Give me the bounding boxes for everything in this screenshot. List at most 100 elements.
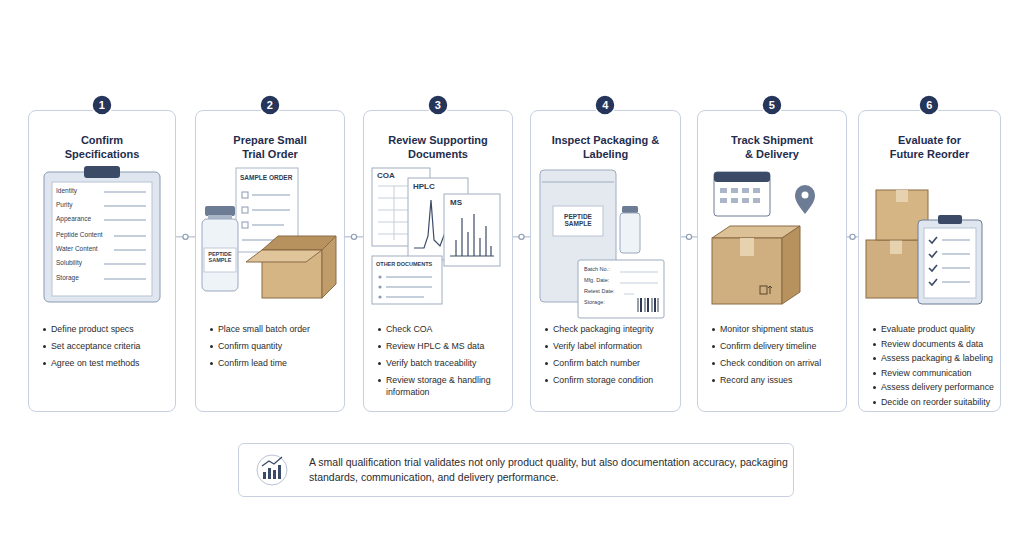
- documents-illustration-part: [378, 275, 381, 278]
- sample-order-illustration-part: [202, 219, 238, 291]
- step-number-badge: 1: [91, 94, 113, 116]
- clipboard-illustration-part: [104, 219, 146, 221]
- packaging-illustration-part: [652, 298, 653, 312]
- documents-illustration-part: [378, 285, 381, 288]
- step-number-badge: 5: [761, 94, 783, 116]
- documents-illustration-part: [378, 222, 424, 223]
- bullet-item: Check COA: [377, 323, 509, 335]
- bullet-item: Review communication: [872, 367, 997, 379]
- shipment-illustration-part: [720, 188, 760, 203]
- documents-illustration-part: [386, 277, 432, 297]
- bullet-item: Confirm quantity: [209, 340, 341, 352]
- documents-illustration-part: [490, 246, 491, 256]
- step-number: 4: [594, 94, 616, 116]
- step-number-badge: 4: [594, 94, 616, 116]
- bullet-item: Define product specs: [42, 323, 172, 335]
- step-card: Prepare Small Trial OrderPlace small bat…: [195, 110, 345, 412]
- bullet-item: Set acceptance criteria: [42, 340, 172, 352]
- documents-illustration-part: [386, 276, 432, 278]
- documents-illustration-part: [394, 186, 395, 240]
- sample-order-illustration-part: [208, 215, 232, 220]
- summary-box: A small qualification trial validates no…: [238, 443, 794, 497]
- shipment-illustration-part: [740, 238, 754, 256]
- bullet-list: Define product specsSet acceptance crite…: [42, 323, 172, 374]
- sample-order-illustration-part: [204, 248, 236, 272]
- step-number: 3: [427, 94, 449, 116]
- documents-illustration-part: [378, 295, 381, 298]
- shipment-illustration-part: [802, 192, 809, 199]
- packaging-illustration-part: [654, 298, 656, 312]
- clipboard-illustration-part: [104, 205, 146, 207]
- connector-group: [345, 234, 363, 239]
- connector-dot: [351, 234, 356, 239]
- shipment-illustration-part: [731, 198, 738, 203]
- reorder-illustration-part: [929, 251, 937, 257]
- chart-icon-part: [273, 470, 276, 479]
- clipboard-illustration-part: [104, 278, 146, 280]
- sample-order-illustration-part: [246, 250, 322, 262]
- reorder-illustration-part: [929, 237, 937, 243]
- documents-illustration-part: [386, 286, 432, 288]
- clipboard-illustration-part: [114, 235, 146, 237]
- shipment-illustration-part: [712, 226, 800, 238]
- sample-order-illustration-part: [236, 168, 298, 252]
- connector-dot: [183, 234, 188, 239]
- shipment-illustration-part: [742, 198, 749, 203]
- step-card: Confirm SpecificationsDefine product spe…: [28, 110, 176, 412]
- documents-illustration-part: [372, 168, 430, 246]
- reorder-illustration-part: [942, 267, 970, 269]
- documents-illustration-part: [450, 214, 494, 256]
- sample-order-illustration-part: [242, 207, 248, 213]
- packaging-illustration-part: [578, 260, 664, 318]
- bullet-list: Monitor shipment statusConfirm delivery …: [711, 323, 843, 391]
- sample-order-illustration-part: [262, 236, 336, 250]
- clipboard-illustration-part: [52, 182, 152, 296]
- step-number: 5: [761, 94, 783, 116]
- bullet-item: Confirm lead time: [209, 357, 341, 369]
- bullet-item: Confirm storage condition: [544, 374, 677, 386]
- reorder-illustration-part: [942, 253, 970, 255]
- packaging-illustration-part: [624, 294, 634, 295]
- bullet-item: Verify batch traceability: [377, 357, 509, 369]
- step-card: Review Supporting DocumentsCheck COARevi…: [363, 110, 513, 412]
- documents-illustration-part: [378, 198, 424, 199]
- clipboard-illustration-part: [44, 172, 160, 302]
- step-card: Track Shipment & DeliveryMonitor shipmen…: [697, 110, 847, 412]
- clipboard-illustration-part: [104, 192, 146, 279]
- documents-illustration-part: [386, 296, 424, 298]
- step-title: Confirm Specifications: [62, 133, 142, 161]
- sample-order-illustration-part: [252, 209, 290, 211]
- bullet-item: Review storage & handling information: [377, 374, 509, 398]
- reorder-illustration-part: [942, 240, 970, 282]
- shipment-illustration-part: [712, 238, 782, 304]
- step-number-badge: 2: [259, 94, 281, 116]
- packaging-illustration-part: [638, 298, 658, 312]
- shipment-illustration-part: [720, 188, 727, 193]
- reorder-illustration-part: [942, 239, 970, 241]
- documents-illustration-part: [372, 256, 442, 304]
- clipboard-illustration: [44, 166, 160, 302]
- sample-order-illustration-part: [252, 224, 284, 226]
- sample-order-illustration-part: [262, 250, 322, 298]
- step-number: 6: [918, 94, 940, 116]
- packaging-illustration-part: [638, 298, 639, 312]
- clipboard-illustration-part: [84, 166, 120, 178]
- packaging-illustration: [540, 170, 664, 318]
- reorder-illustration-part: [938, 215, 962, 224]
- bullet-item: Place small batch order: [209, 323, 341, 335]
- documents-illustration-part: [378, 186, 424, 187]
- bullet-item: Review HPLC & MS data: [377, 340, 509, 352]
- bullet-item: Confirm batch number: [544, 357, 677, 369]
- documents-illustration-part: [467, 232, 468, 256]
- bullet-list: Place small batch orderConfirm quantityC…: [209, 323, 341, 374]
- reorder-illustration-part: [918, 220, 982, 304]
- reorder-illustration-part: [929, 279, 937, 285]
- step-card: Inspect Packaging & LabelingCheck packag…: [530, 110, 681, 412]
- documents-illustration-part: [378, 234, 424, 235]
- bullet-item: Decide on reorder suitability: [872, 396, 997, 408]
- clipboard-illustration-part: [104, 191, 146, 193]
- step-number: 2: [259, 94, 281, 116]
- documents-illustration: [372, 168, 500, 304]
- bullet-item: Agree on test methods: [42, 357, 172, 369]
- bullet-item: Record any issues: [711, 374, 843, 386]
